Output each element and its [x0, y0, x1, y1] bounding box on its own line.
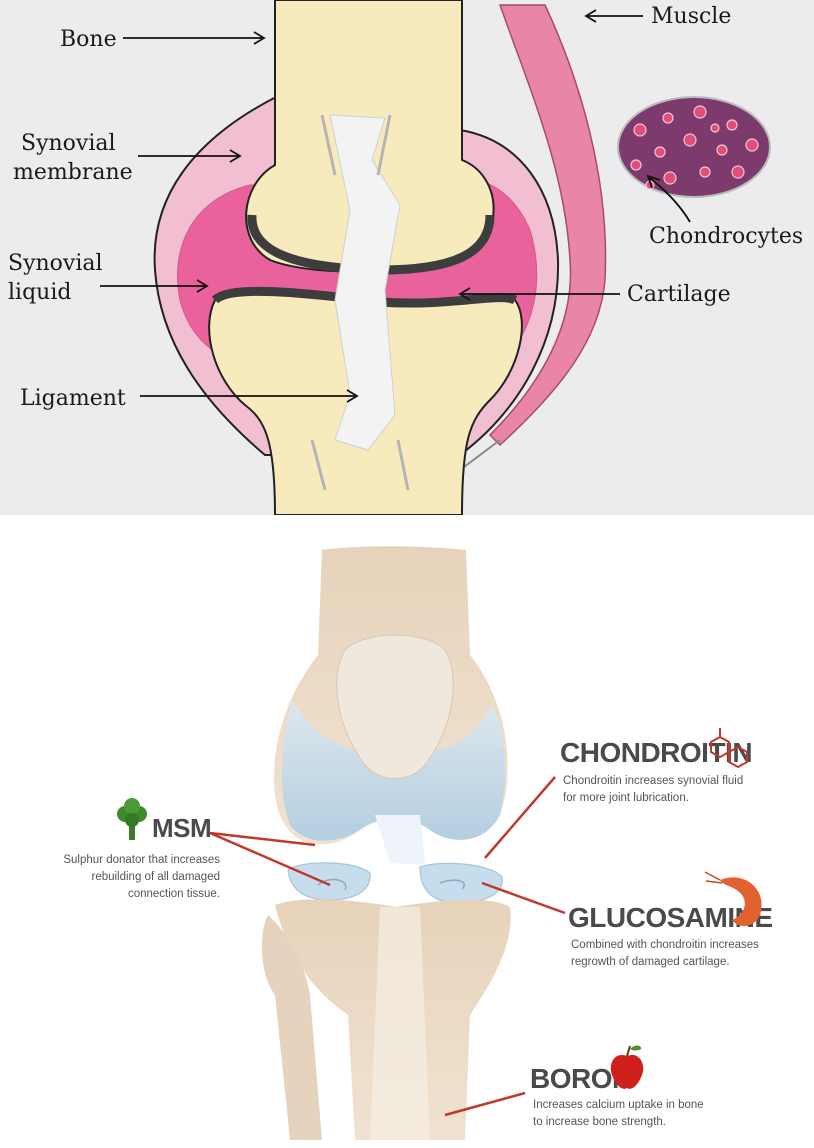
supplement-pointers [209, 776, 566, 1117]
label-chondrocytes: Chondrocytes [649, 224, 803, 249]
chondroitin-title: CHONDROITIN [560, 737, 752, 768]
meniscus-right [419, 862, 503, 904]
ligament-shape [329, 114, 401, 451]
boron-desc-2: to increase bone strength. [533, 1116, 666, 1128]
apple-icon [610, 1045, 644, 1089]
shrimp-icon [704, 871, 762, 927]
label-bone: Bone [60, 27, 117, 52]
synovial-joint-svg: Bone Muscle Synovial membrane Chondrocyt… [8, 0, 803, 515]
boron-desc-1: Increases calcium uptake in bone [533, 1099, 704, 1111]
label-cartilage: Cartilage [627, 282, 731, 307]
msm-desc-2: rebuilding of all damaged [91, 871, 220, 883]
chondrocyte-cells [630, 105, 759, 190]
chondroitin-desc-1: Chondroitin increases synovial fluid [563, 775, 743, 787]
label-synovial-liquid-1: Synovial [8, 251, 103, 276]
central-ligament [375, 815, 425, 865]
glucosamine-desc-2: regrowth of damaged cartilage. [571, 956, 730, 968]
knee-supplements-svg: CHONDROITIN Chondroitin increases synovi… [63, 546, 773, 1140]
label-ligament: Ligament [20, 386, 126, 411]
msm-desc-1: Sulphur donator that increases [63, 854, 220, 866]
anatomy-pointers [100, 9, 691, 403]
msm-title: MSM [152, 813, 211, 843]
label-muscle: Muscle [651, 4, 731, 29]
molecule-icon [710, 728, 748, 769]
muscle-shape [488, 4, 607, 447]
label-synovial-membrane-2: membrane [13, 160, 133, 185]
label-synovial-membrane-1: Synovial [21, 131, 116, 156]
label-synovial-liquid-2: liquid [8, 280, 71, 305]
fibula-bone [261, 915, 322, 1140]
chondroitin-desc-2: for more joint lubrication. [563, 792, 689, 804]
supplements-knee-diagram: CHONDROITIN Chondroitin increases synovi… [0, 515, 814, 1148]
meniscus-left [287, 862, 371, 901]
synovial-joint-diagram: Bone Muscle Synovial membrane Chondrocyt… [0, 0, 814, 515]
msm-desc-3: connection tissue. [128, 888, 220, 900]
broccoli-icon [117, 798, 147, 840]
patella [336, 634, 454, 779]
glucosamine-desc-1: Combined with chondroitin increases [571, 939, 759, 951]
